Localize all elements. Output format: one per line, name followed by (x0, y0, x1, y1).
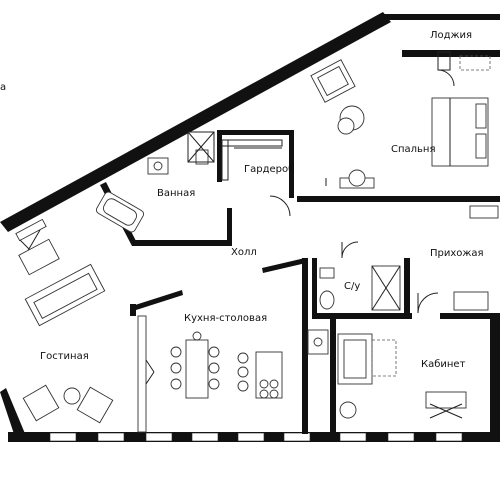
wall-wc-right (404, 258, 410, 318)
wall-kitchen-left (130, 304, 136, 316)
label-wc: С/у (344, 281, 360, 292)
dining-table (170, 331, 220, 399)
entry-closet (453, 291, 489, 311)
entry-bench (469, 205, 499, 219)
sofa (24, 263, 106, 327)
wardrobe-shelves (221, 139, 283, 181)
label-bathroom: Ванная (157, 188, 195, 199)
armchair-bedroom (310, 59, 356, 103)
stool-bedroom (337, 117, 355, 135)
label-bedroom: Спальня (391, 144, 436, 155)
loggia-area (459, 55, 491, 71)
bathtub (95, 191, 145, 233)
wall-wardrobe-top (217, 130, 293, 135)
desk-bedroom (339, 169, 375, 189)
label-study: Кабинет (421, 359, 466, 370)
wall-bath-right (227, 208, 232, 246)
shower-bathroom (187, 131, 215, 163)
kitchen-island (237, 351, 283, 399)
label-wardrobe: Гардероб (244, 164, 294, 175)
wall-top-right (383, 14, 500, 20)
label-loggia: Лоджия (430, 30, 472, 41)
kitchen-sink (307, 329, 329, 355)
wall-bedroom-bottom (297, 196, 500, 202)
bed (431, 97, 489, 167)
coffee-table (18, 238, 60, 276)
wall-wardrobe-left (217, 130, 222, 182)
wall-bathroom-bottom (132, 240, 232, 246)
study-sofa (337, 333, 397, 385)
armchairs-living (22, 384, 114, 424)
label-hall: Холл (231, 247, 257, 258)
wall-central (302, 258, 308, 434)
study-table (339, 401, 357, 419)
wall-study-top (330, 317, 336, 434)
wall-loggia (402, 50, 500, 57)
wall-wardrobe-right (289, 130, 294, 198)
label-entry: Прихожая (430, 248, 484, 259)
wall-bottom (8, 432, 500, 442)
wall-left-lower (0, 388, 26, 440)
wall-wc-bottom (312, 313, 412, 319)
label-living: Гостиная (40, 351, 89, 362)
wall-right-col (490, 317, 500, 434)
wall-hall-kitchen (132, 290, 183, 311)
wc-fixtures (319, 265, 401, 311)
kitchen-counter (137, 315, 155, 433)
wall-hall-kitchen-2 (262, 258, 306, 273)
doors (269, 51, 455, 314)
toilet-bathroom (195, 149, 209, 165)
study-desk (425, 391, 467, 419)
wall-diagonal-top (0, 12, 391, 232)
sink-bathroom (147, 157, 169, 175)
wall-wc-left (312, 258, 317, 318)
wall-entry-bottom (440, 313, 500, 319)
edge-text-fragment: a (0, 82, 6, 93)
label-kitchen: Кухня-столовая (184, 313, 267, 324)
